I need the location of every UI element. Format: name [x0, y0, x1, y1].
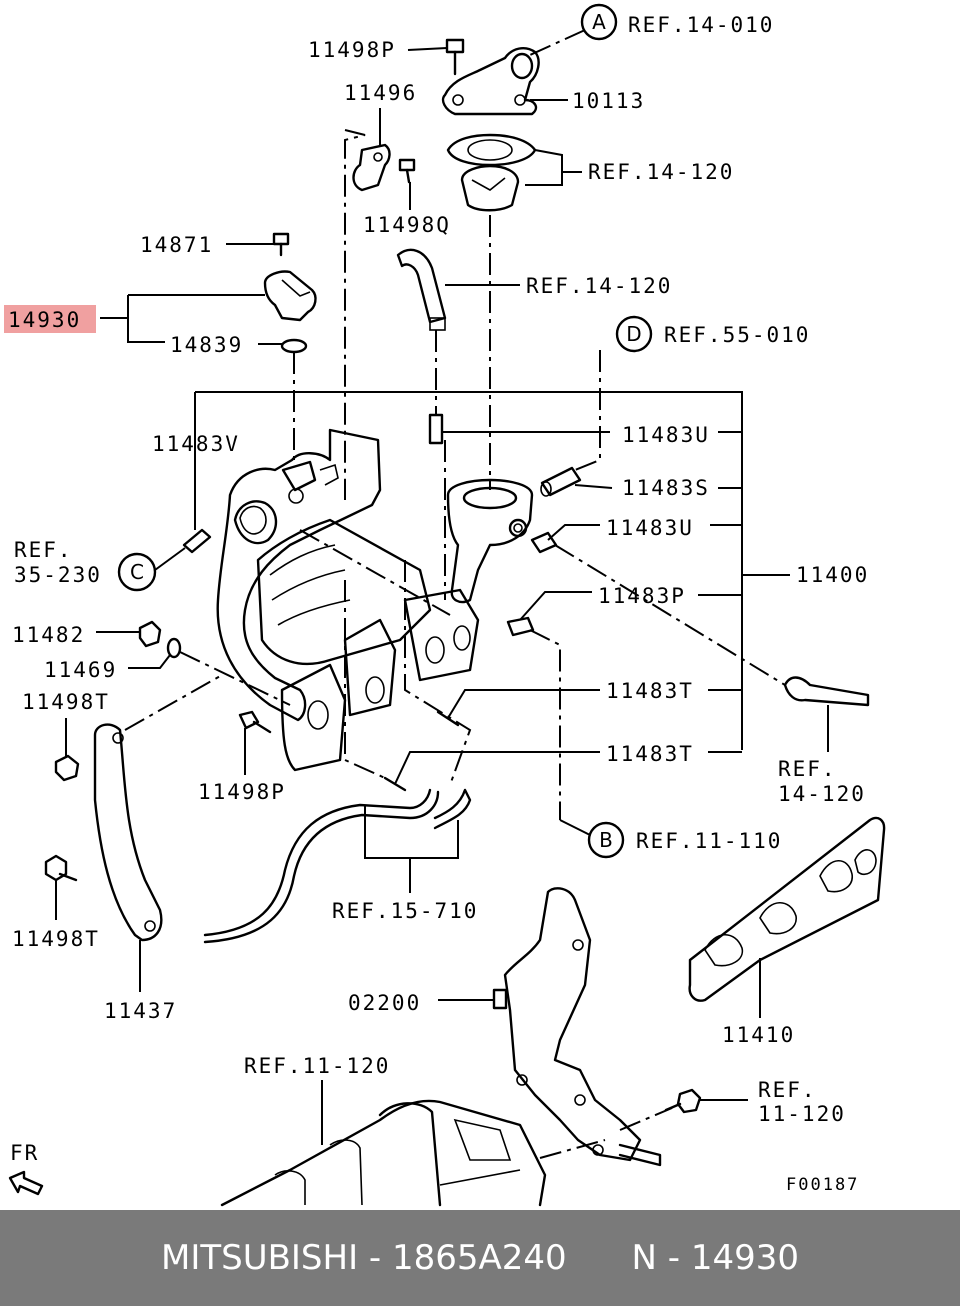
callout-A: A — [580, 3, 618, 41]
callout-B: B — [587, 821, 625, 859]
bolt-11498P-top — [445, 38, 465, 76]
label-ref-11-120-b-line1: REF. — [758, 1078, 817, 1102]
pipe-11483S — [540, 466, 582, 497]
thermostat — [460, 164, 520, 212]
label-11483P: 11483P — [598, 584, 686, 608]
label-ref-55-010: REF.55-010 — [664, 323, 810, 347]
exploded-parts-diagram: A D C B 11498P REF.14-010 11496 10113 RE… — [4, 3, 886, 1207]
front-arrow-icon — [8, 1170, 44, 1196]
label-11483V: 11483V — [152, 432, 240, 456]
washer-11469 — [166, 637, 182, 659]
svg-text:C: C — [130, 560, 144, 584]
water-outlet-fitting — [441, 46, 540, 116]
svg-text:A: A — [592, 10, 606, 34]
cylinder-block-ref-11-120 — [220, 1099, 547, 1207]
bracket-11496 — [352, 143, 391, 192]
label-11498T-a: 11498T — [22, 690, 110, 714]
hose-ref-14-120-right — [783, 676, 870, 707]
label-ref-14-010: REF.14-010 — [628, 13, 774, 37]
label-ref-14-120-b: REF.14-120 — [526, 274, 672, 298]
hose-ref-15-710 — [203, 788, 472, 944]
harness-strap — [618, 1143, 662, 1167]
assembly-lines — [124, 29, 786, 1159]
label-11483T-a: 11483T — [606, 679, 694, 703]
callout-C: C — [117, 552, 157, 592]
label-14930: 14930 — [8, 308, 81, 332]
bolt-11498Q — [398, 158, 416, 184]
bracket-02200 — [492, 887, 642, 1162]
bolt-11498T-b — [44, 854, 78, 882]
part-number-footer: MITSUBISHI - 1865A240 N - 14930 — [0, 1210, 960, 1306]
label-11483T-b: 11483T — [606, 742, 694, 766]
label-11482: 11482 — [12, 623, 85, 647]
label-ref-11-120-b-line2: 11-120 — [758, 1102, 846, 1126]
thermostat-gasket — [446, 133, 537, 167]
oring-14839 — [280, 338, 308, 354]
label-11400: 11400 — [796, 563, 869, 587]
label-11498Q: 11498Q — [363, 213, 451, 237]
nut-11482 — [138, 620, 162, 648]
sensor-14930 — [263, 270, 317, 322]
svg-text:D: D — [626, 322, 641, 346]
label-14839: 14839 — [170, 333, 243, 357]
label-11483U-a: 11483U — [622, 423, 710, 447]
hose-ref-14-120-top — [396, 248, 447, 331]
label-11483U-b: 11483U — [606, 516, 694, 540]
bolt-14871 — [272, 232, 290, 257]
intake-manifold-11400 — [216, 428, 534, 772]
highlight-14930 — [4, 305, 96, 333]
svg-text:B: B — [599, 828, 613, 852]
part-labels: 11498P REF.14-010 11496 10113 REF.14-120… — [8, 13, 869, 1195]
label-ref-14-120-c-line1: REF. — [778, 757, 837, 781]
leader-lines — [55, 47, 829, 1145]
label-ref-14-120-a: REF.14-120 — [588, 160, 734, 184]
label-11498P-top: 11498P — [308, 38, 396, 62]
label-11483S: 11483S — [622, 476, 710, 500]
label-ref-11-110: REF.11-110 — [636, 829, 782, 853]
callout-D: D — [615, 315, 653, 353]
label-ref-35-230-line1: REF. — [14, 538, 73, 562]
label-11410: 11410 — [722, 1023, 795, 1047]
label-11437: 11437 — [104, 999, 177, 1023]
pin-11483T-a — [436, 710, 460, 727]
pin-11483P — [506, 616, 535, 637]
label-ref-14-120-c-line2: 14-120 — [778, 782, 866, 806]
nut-11498T-a — [54, 754, 80, 782]
label-ref-11-120-a: REF.11-120 — [244, 1054, 390, 1078]
label-14871: 14871 — [140, 233, 213, 257]
figure-code: F00187 — [786, 1175, 859, 1195]
pin-11483V — [182, 528, 212, 554]
bolt-11498P-bottom — [238, 710, 272, 734]
label-11498P-bottom: 11498P — [198, 780, 286, 804]
label-10113: 10113 — [572, 89, 645, 113]
label-11469: 11469 — [44, 658, 117, 682]
label-11498T-b: 11498T — [12, 927, 100, 951]
gasket-11410 — [688, 816, 886, 1002]
label-ref-35-230-line2: 35-230 — [14, 563, 102, 587]
stay-11437 — [93, 723, 163, 942]
label-11496: 11496 — [344, 81, 417, 105]
footer-text: MITSUBISHI - 1865A240 N - 14930 — [160, 1238, 799, 1278]
label-fr: FR — [10, 1141, 39, 1165]
label-ref-15-710: REF.15-710 — [332, 899, 478, 923]
label-02200: 02200 — [348, 991, 421, 1015]
pin-11483U-a — [428, 413, 444, 445]
